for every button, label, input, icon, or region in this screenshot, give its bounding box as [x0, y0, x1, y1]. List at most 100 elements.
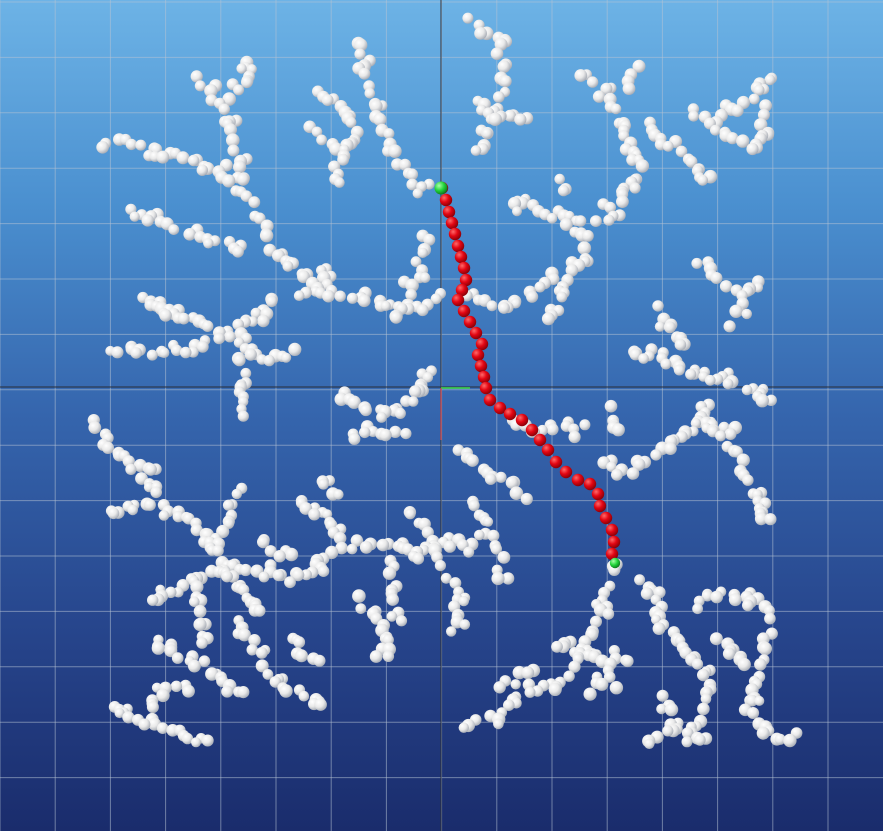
particle [548, 682, 562, 697]
particle [470, 145, 482, 156]
particle [359, 426, 371, 439]
particle [557, 184, 570, 197]
particle [674, 338, 687, 351]
particle [568, 660, 581, 673]
path-node [474, 359, 488, 373]
particle [499, 75, 512, 88]
particle [416, 304, 429, 317]
particle [783, 733, 797, 748]
particle [182, 684, 195, 698]
particle [255, 659, 269, 673]
particle [248, 634, 261, 647]
particle [168, 224, 180, 236]
particle [382, 634, 394, 646]
particle [521, 666, 535, 680]
particle [662, 140, 674, 152]
particle [291, 568, 305, 582]
particle [313, 654, 326, 667]
particle [603, 214, 615, 226]
particle [201, 734, 214, 747]
particle [434, 560, 446, 572]
particle [380, 300, 391, 312]
particle [253, 604, 266, 617]
particle [357, 294, 371, 308]
particle [690, 418, 702, 429]
particle [212, 544, 224, 557]
particle [224, 123, 237, 137]
path-node [607, 535, 621, 549]
particle [736, 453, 750, 467]
particle-cluster [87, 12, 803, 749]
particle [335, 541, 348, 555]
particle [386, 611, 398, 622]
particle [483, 516, 494, 527]
particle [146, 701, 159, 714]
particle [468, 499, 480, 512]
particle [233, 84, 245, 96]
particle [293, 290, 305, 302]
particle [656, 689, 669, 702]
particle [604, 201, 616, 214]
particle [488, 112, 502, 127]
particle [501, 572, 515, 585]
particle [204, 84, 218, 98]
path-node [503, 407, 517, 421]
particle [232, 245, 244, 258]
particle [257, 314, 270, 328]
particle [412, 188, 423, 199]
particle [240, 367, 252, 379]
particle [692, 603, 703, 615]
particle [176, 151, 190, 165]
particle [244, 348, 257, 361]
particle [728, 593, 742, 607]
particle [383, 128, 395, 140]
particle [704, 374, 716, 386]
particle [259, 228, 274, 243]
particle [495, 471, 507, 483]
particle [681, 736, 693, 748]
particle [264, 545, 277, 558]
particle [179, 346, 192, 359]
particle [579, 419, 591, 431]
particle [284, 576, 296, 589]
particle [691, 257, 703, 269]
particle [621, 655, 634, 668]
particle [758, 641, 772, 656]
particle [746, 694, 758, 707]
particle [764, 74, 776, 86]
particle [724, 428, 737, 440]
particle [144, 463, 157, 476]
particle [423, 233, 436, 246]
particle [583, 687, 597, 701]
particle [222, 499, 235, 511]
particle [282, 260, 294, 272]
particle [189, 596, 200, 608]
particle [346, 292, 359, 304]
particle [222, 174, 236, 188]
particle [358, 67, 371, 80]
particle [394, 407, 406, 419]
particle [213, 332, 225, 345]
path-node [448, 227, 462, 241]
particle [96, 141, 109, 154]
particle [158, 347, 170, 359]
particle [731, 104, 744, 117]
particle [407, 396, 419, 407]
particle [430, 293, 442, 305]
particle [399, 158, 411, 171]
path-node [479, 381, 493, 395]
particle [590, 215, 602, 228]
particle [281, 352, 292, 363]
particle [405, 288, 417, 301]
particle [640, 587, 654, 600]
particle [359, 404, 372, 417]
particle [764, 612, 776, 625]
particle [449, 577, 462, 589]
particle [107, 507, 120, 520]
particle [389, 311, 403, 324]
particle [709, 632, 723, 646]
particle [574, 215, 587, 227]
particle [203, 238, 214, 249]
